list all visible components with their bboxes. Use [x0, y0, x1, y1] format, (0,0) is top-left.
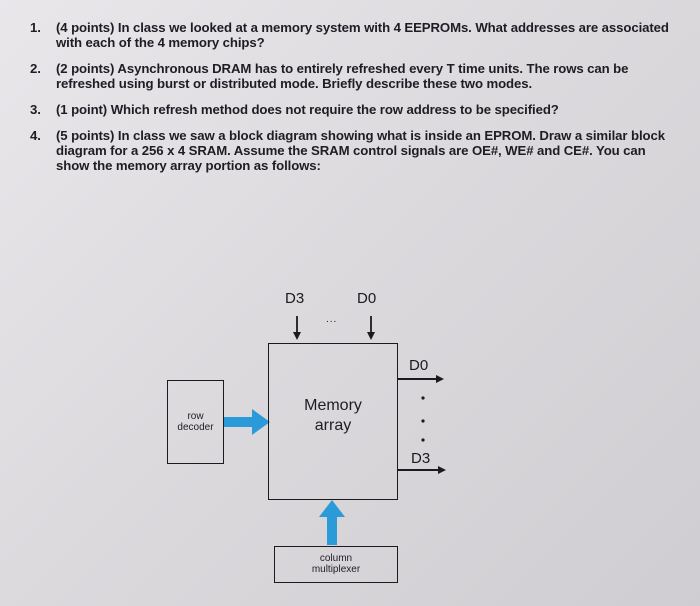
row-decoder-label-line1: row	[187, 411, 204, 422]
question-item: 3. (1 point) Which refresh method does n…	[30, 102, 670, 117]
question-points: (2 points)	[56, 61, 115, 76]
question-item: 4. (5 points) In class we saw a block di…	[30, 128, 670, 173]
input-ellipsis: ...	[326, 314, 338, 325]
question-points: (5 points)	[56, 128, 115, 143]
question-number: 2.	[30, 61, 41, 76]
question-points: (1 point)	[56, 102, 108, 117]
memory-array-box: Memory array	[268, 343, 398, 500]
column-mux-arrow	[319, 500, 345, 545]
output-dot	[421, 419, 425, 423]
output-label-d3: D3	[411, 450, 431, 467]
row-decoder-label-line2: decoder	[177, 422, 214, 433]
question-text: (4 points) In class we looked at a memor…	[56, 20, 670, 50]
question-text: (1 point) Which refresh method does not …	[56, 102, 670, 117]
output-dot	[421, 396, 425, 400]
input-label-d3: D3	[285, 290, 305, 307]
row-decoder-arrow	[224, 409, 270, 435]
question-item: 2. (2 points) Asynchronous DRAM has to e…	[30, 61, 670, 91]
memory-array-label: Memory array	[269, 396, 397, 436]
question-text: (2 points) Asynchronous DRAM has to enti…	[56, 61, 670, 91]
column-multiplexer-label-line1: column	[319, 553, 353, 564]
memory-array-label-line2: array	[314, 417, 352, 434]
question-body: Asynchronous DRAM has to entirely refres…	[56, 61, 629, 91]
output-dot	[421, 438, 425, 442]
question-number: 3.	[30, 102, 41, 117]
question-text: (5 points) In class we saw a block diagr…	[56, 128, 670, 173]
row-decoder-box: row decoder	[167, 380, 224, 464]
column-multiplexer-box: column multiplexer	[274, 546, 398, 583]
question-body: In class we looked at a memory system wi…	[56, 20, 669, 50]
question-list: 1. (4 points) In class we looked at a me…	[30, 20, 670, 184]
column-multiplexer-label-line2: multiplexer	[311, 564, 361, 575]
question-body: In class we saw a block diagram showing …	[56, 128, 665, 173]
question-points: (4 points)	[56, 20, 115, 35]
output-label-d0: D0	[409, 357, 429, 374]
question-number: 1.	[30, 20, 41, 35]
question-number: 4.	[30, 128, 41, 143]
row-decoder-label: row decoder	[168, 411, 223, 433]
column-multiplexer-label: column multiplexer	[275, 553, 397, 575]
input-label-d0: D0	[357, 290, 377, 307]
memory-array-label-line1: Memory	[304, 397, 362, 414]
question-body: Which refresh method does not require th…	[110, 102, 559, 117]
question-item: 1. (4 points) In class we looked at a me…	[30, 20, 670, 50]
